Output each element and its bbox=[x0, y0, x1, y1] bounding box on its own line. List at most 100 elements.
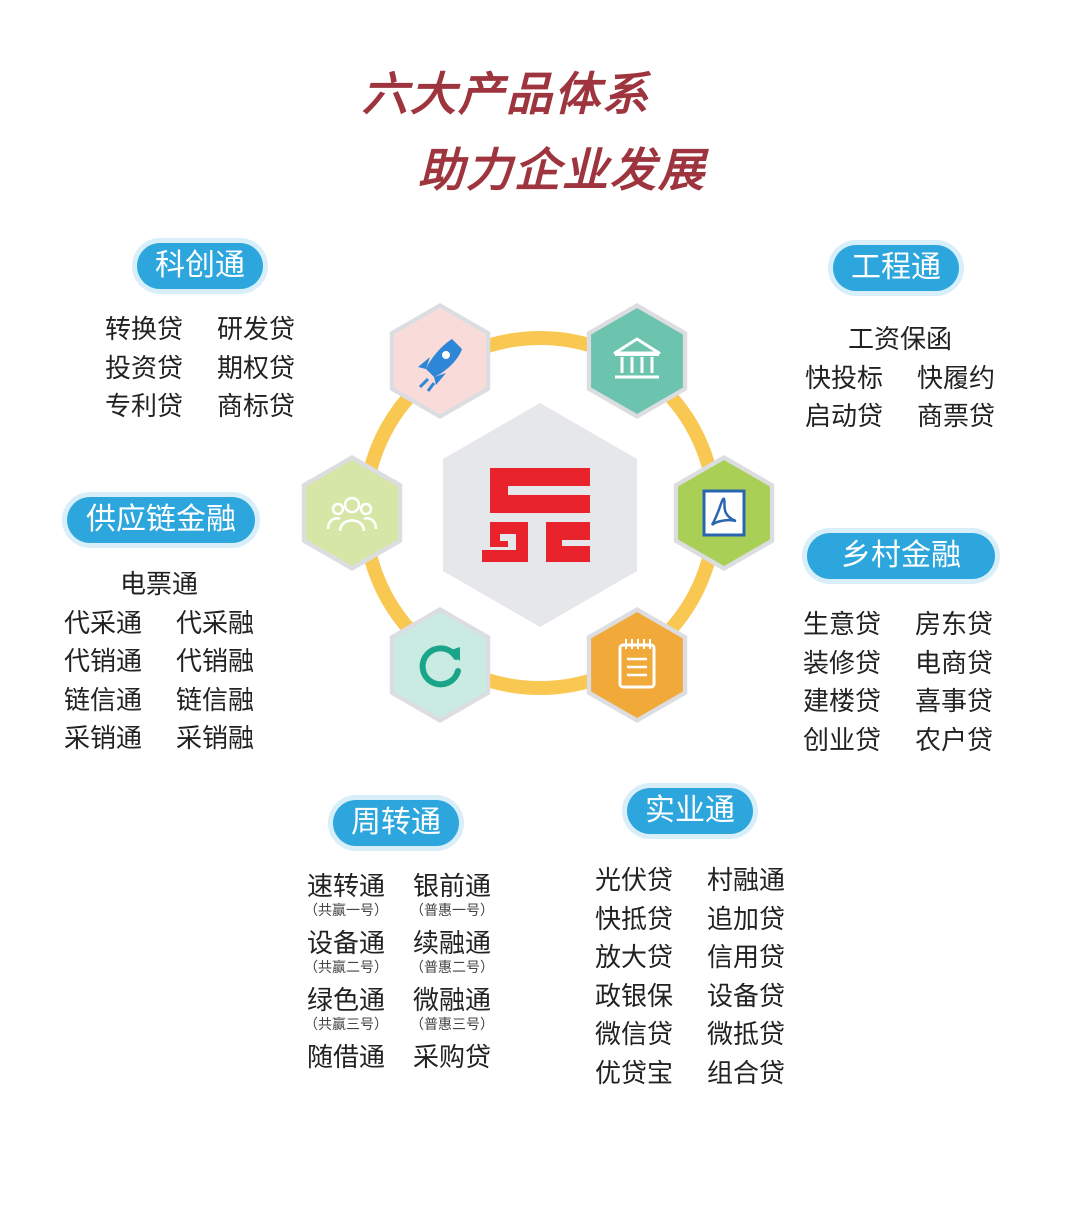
list-row: 优贷宝 组合贷 bbox=[595, 1055, 785, 1094]
list-item: 期权贷 bbox=[216, 353, 295, 384]
list-row: 采销通 采销融 bbox=[64, 720, 254, 759]
item-sub-label: （共赢一号） bbox=[304, 903, 388, 919]
list-item: 采销通 bbox=[64, 724, 143, 754]
bank-icon bbox=[613, 337, 661, 379]
item-main-label: 银前通 bbox=[412, 872, 491, 902]
pill-zhouzhuan: 周转通 bbox=[333, 800, 459, 846]
list-item: 生意贷 bbox=[803, 610, 882, 640]
hexagon-people bbox=[301, 455, 403, 571]
list-item: 专利贷 bbox=[105, 392, 184, 422]
item-sub-label: （普惠二号） bbox=[410, 960, 494, 976]
item-sub-label: （普惠一号） bbox=[410, 903, 494, 919]
item-main-label: 续融通 bbox=[412, 929, 491, 959]
item-main-label: 设备通 bbox=[306, 929, 385, 959]
list-item: 代采通 bbox=[64, 608, 143, 639]
title-line-1: 六大产品体系 bbox=[362, 67, 650, 121]
pill-gongyinglian: 供应链金融 bbox=[67, 497, 255, 543]
item-main-label: 微融通 bbox=[412, 986, 491, 1016]
list-gongcheng: 工资保函 快投标快履约启动贷商票贷 bbox=[805, 321, 995, 437]
item-sub-label: （共赢三号） bbox=[304, 1017, 388, 1033]
list-row: 创业贷农户贷 bbox=[803, 722, 993, 761]
list-item: 采销融 bbox=[175, 724, 254, 754]
list-item: 装修贷 bbox=[803, 648, 882, 679]
pdf-document-icon bbox=[702, 489, 746, 537]
list-gongyinglian: 电票通 代采通 代采融代销通 代销融链信通 链信融采销通 采销融 bbox=[64, 566, 254, 759]
list-zhouzhuan: 速转通（共赢一号）银前通（普惠一号）设备通（共赢二号）续融通（普惠二号）绿色通（… bbox=[300, 872, 498, 1083]
list-item: 投资贷 bbox=[105, 353, 184, 384]
list-row: 微信贷 微抵贷 bbox=[595, 1016, 785, 1055]
list-row: 装修贷电商贷 bbox=[803, 645, 993, 684]
hexagon-rocket bbox=[389, 303, 491, 419]
list-row: 建楼贷 喜事贷 bbox=[803, 683, 993, 722]
list-item: 房东贷 bbox=[914, 610, 993, 640]
list-row: 速转通（共赢一号）银前通（普惠一号） bbox=[300, 872, 498, 929]
list-item: 优贷宝 bbox=[595, 1058, 674, 1089]
list-row: 放大贷信用贷 bbox=[595, 939, 785, 978]
list-row: 启动贷商票贷 bbox=[805, 398, 995, 437]
hexagon-fill bbox=[394, 612, 486, 718]
list-item: 绿色通（共赢三号） bbox=[300, 986, 392, 1043]
people-icon bbox=[326, 496, 378, 532]
list-kechuang: 转换贷研发贷投资贷 期权贷专利贷 商标贷 bbox=[105, 311, 295, 427]
title-line-2: 助力企业发展 bbox=[418, 143, 706, 197]
refresh-icon bbox=[419, 645, 461, 688]
list-item: 村融通 bbox=[706, 866, 785, 896]
list-item: 建楼贷 bbox=[803, 687, 882, 717]
hexagon-bank bbox=[586, 303, 688, 419]
list-item: 代销融 bbox=[175, 647, 254, 677]
list-item: 商标贷 bbox=[216, 392, 295, 422]
list-item: 组合贷 bbox=[706, 1058, 785, 1089]
item-gongzi-baohan: 工资保函 bbox=[847, 325, 952, 355]
list-row: 代销通 代销融 bbox=[64, 643, 254, 682]
list-item: 政银保 bbox=[595, 981, 674, 1012]
list-row: 快投标快履约 bbox=[805, 360, 995, 399]
list-item: 微信贷 bbox=[595, 1020, 674, 1050]
list-row: 代采通 代采融 bbox=[64, 605, 254, 644]
list-item: 启动贷 bbox=[805, 402, 884, 432]
item-sub-label: （普惠三号） bbox=[410, 1017, 494, 1033]
list-item: 快投标 bbox=[805, 363, 884, 394]
list-row: 快抵贷追加贷 bbox=[595, 901, 785, 940]
pill-xiangcun: 乡村金融 bbox=[807, 533, 995, 579]
list-item: 银前通（普惠一号） bbox=[406, 872, 498, 929]
hexagon-refresh bbox=[389, 607, 491, 723]
item-sub-label: （共赢二号） bbox=[304, 960, 388, 976]
list-row: 链信通 链信融 bbox=[64, 682, 254, 721]
list-item: 速转通（共赢一号） bbox=[300, 872, 392, 929]
list-item: 续融通（普惠二号） bbox=[406, 929, 498, 986]
list-row: 随借通采购贷 bbox=[300, 1043, 498, 1083]
list-item: 链信通 bbox=[64, 685, 143, 716]
hexagon-fill bbox=[591, 308, 683, 414]
list-item: 设备贷 bbox=[706, 981, 785, 1012]
center-hexagon bbox=[443, 403, 637, 627]
item-main-label: 绿色通 bbox=[306, 986, 385, 1016]
list-item: 追加贷 bbox=[706, 904, 785, 935]
list-shiye: 光伏贷 村融通快抵贷追加贷放大贷信用贷政银保 设备贷微信贷 微抵贷优贷宝 组合贷 bbox=[595, 862, 785, 1093]
list-item: 研发贷 bbox=[216, 315, 295, 345]
item-main-label: 随借通 bbox=[306, 1043, 385, 1073]
list-item: 随借通 bbox=[300, 1043, 392, 1083]
list-row: 政银保 设备贷 bbox=[595, 978, 785, 1017]
list-row: 投资贷 期权贷 bbox=[105, 350, 295, 389]
item-dianpiaotong: 电票通 bbox=[119, 570, 198, 600]
list-item: 信用贷 bbox=[706, 943, 785, 973]
item-main-label: 采购贷 bbox=[412, 1043, 491, 1073]
list-row: 转换贷研发贷 bbox=[105, 311, 295, 350]
hexagon-pdf-document bbox=[673, 455, 775, 571]
list-item: 微抵贷 bbox=[706, 1020, 785, 1050]
pill-kechuang: 科创通 bbox=[137, 243, 263, 289]
list-item: 链信融 bbox=[175, 685, 254, 716]
rocket-icon bbox=[418, 339, 462, 392]
list-item: 微融通（普惠三号） bbox=[406, 986, 498, 1043]
list-item: 采购贷 bbox=[406, 1043, 498, 1083]
list-item: 光伏贷 bbox=[595, 866, 674, 896]
list-row: 生意贷 房东贷 bbox=[803, 606, 993, 645]
list-item: 代销通 bbox=[64, 647, 143, 677]
list-item: 代采融 bbox=[175, 608, 254, 639]
list-item: 设备通（共赢二号） bbox=[300, 929, 392, 986]
pill-shiye: 实业通 bbox=[627, 788, 753, 834]
company-logo-icon bbox=[482, 468, 590, 562]
hexagon-notepad bbox=[586, 607, 688, 723]
list-item: 喜事贷 bbox=[914, 687, 993, 717]
